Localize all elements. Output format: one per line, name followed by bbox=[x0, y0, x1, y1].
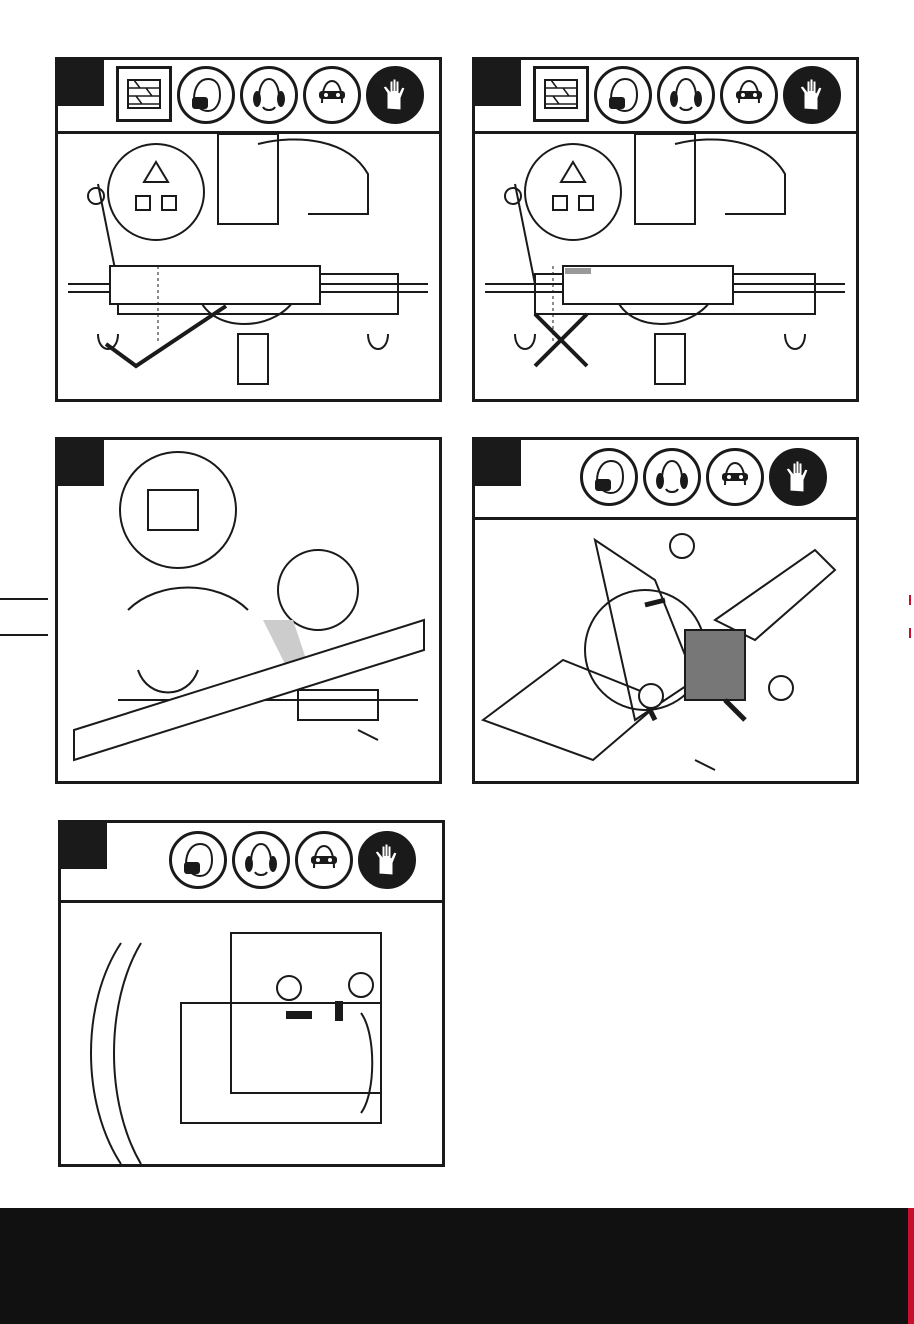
gloves-icon bbox=[366, 66, 424, 124]
saw-cutting-board-illustration bbox=[58, 440, 439, 781]
eye-protection-icon bbox=[706, 448, 764, 506]
saw-drawing bbox=[475, 520, 856, 781]
ppe-icons bbox=[169, 831, 416, 889]
panel-header bbox=[475, 440, 856, 520]
crop-mark bbox=[0, 634, 48, 636]
panel-step-3 bbox=[55, 437, 442, 784]
gloves-icon bbox=[769, 448, 827, 506]
step-number bbox=[475, 60, 521, 106]
footer-band bbox=[0, 1208, 914, 1324]
dust-mask-icon bbox=[169, 831, 227, 889]
panel-step-5 bbox=[58, 820, 445, 1167]
dust-mask-icon bbox=[177, 66, 235, 124]
gloves-icon bbox=[358, 831, 416, 889]
blade-lock-illustration bbox=[61, 903, 442, 1164]
miter-saw-illustration bbox=[475, 134, 856, 399]
panel-header bbox=[475, 60, 856, 134]
step-number bbox=[475, 440, 521, 486]
footer-accent bbox=[908, 1208, 914, 1324]
step-number bbox=[58, 60, 104, 106]
eye-protection-icon bbox=[295, 831, 353, 889]
crop-mark bbox=[0, 598, 48, 600]
wood-material-icon bbox=[533, 66, 589, 122]
miter-saw-illustration bbox=[58, 134, 439, 399]
gloves-icon bbox=[783, 66, 841, 124]
dust-mask-icon bbox=[580, 448, 638, 506]
saw-drawing bbox=[61, 903, 442, 1164]
ear-protection-icon bbox=[240, 66, 298, 124]
crop-mark bbox=[909, 595, 911, 605]
ppe-icons bbox=[116, 66, 424, 124]
saw-drawing bbox=[58, 440, 439, 781]
dust-mask-icon bbox=[594, 66, 652, 124]
crop-mark bbox=[909, 628, 911, 638]
saw-top-view-illustration bbox=[475, 520, 856, 781]
panel-header bbox=[61, 823, 442, 903]
ear-protection-icon bbox=[232, 831, 290, 889]
eye-protection-icon bbox=[303, 66, 361, 124]
panel-step-1 bbox=[55, 57, 442, 402]
ppe-icons bbox=[580, 448, 827, 506]
wood-material-icon bbox=[116, 66, 172, 122]
eye-protection-icon bbox=[720, 66, 778, 124]
panel-step-4 bbox=[472, 437, 859, 784]
saw-drawing bbox=[58, 134, 439, 399]
ear-protection-icon bbox=[657, 66, 715, 124]
panel-step-2 bbox=[472, 57, 859, 402]
saw-drawing bbox=[475, 134, 856, 399]
ear-protection-icon bbox=[643, 448, 701, 506]
panel-header bbox=[58, 60, 439, 134]
ppe-icons bbox=[533, 66, 841, 124]
step-number bbox=[61, 823, 107, 869]
